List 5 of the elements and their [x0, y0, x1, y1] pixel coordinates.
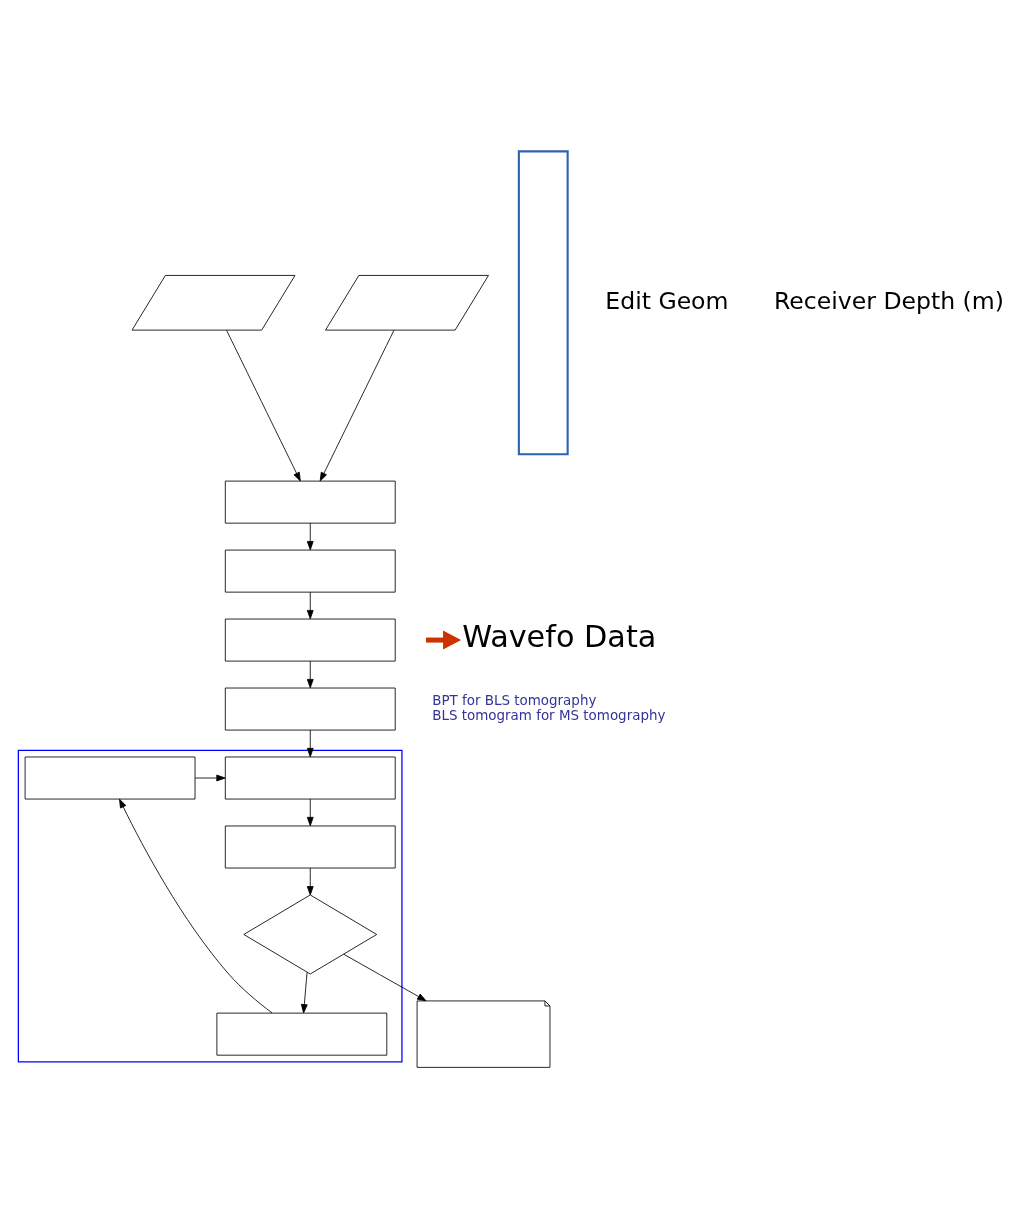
node-label: BPT for BLS tomography: [432, 692, 597, 708]
node-label: BLS tomogram for MS tomography: [432, 707, 666, 723]
label: Edit Geom: [605, 286, 729, 315]
node-text: Wavefo Data: [462, 619, 657, 655]
label: Receiver Depth (m): [774, 286, 1004, 315]
